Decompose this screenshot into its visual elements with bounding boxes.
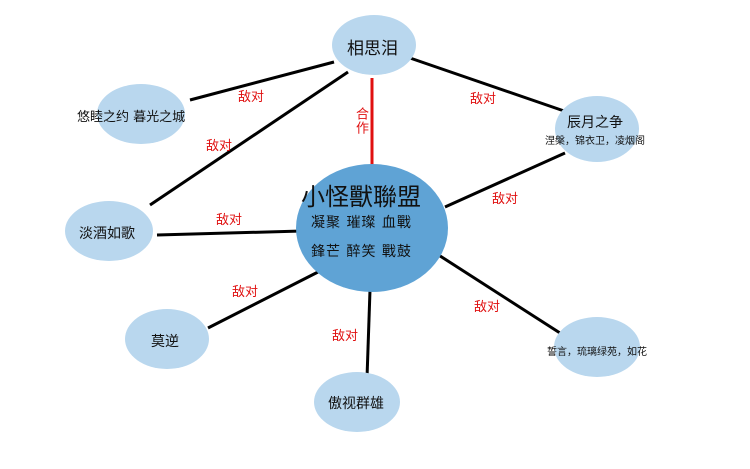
relation-coop-label: 合作 — [353, 107, 368, 135]
node-shiyan — [554, 317, 640, 377]
relation-enemy-xiangsilei-youmu: 敌对 — [238, 90, 265, 105]
relation-enemy-center-aoshi: 敌对 — [332, 329, 359, 344]
node-danjiu — [65, 201, 153, 261]
edge-xiangsilei-chenyue — [409, 56, 568, 114]
node-chenyue — [555, 96, 639, 162]
edge-center-chenyue — [444, 151, 566, 209]
relation-enemy-xiangsilei-chenyue: 敌对 — [470, 92, 497, 107]
node-moni — [125, 309, 209, 369]
edge-center-danjiu — [156, 229, 303, 237]
relation-enemy-center-danjiu: 敌对 — [216, 213, 243, 228]
relation-enemy-center-shiyan: 敌对 — [474, 300, 501, 315]
center-line1: 凝聚 璀璨 血戰 — [311, 215, 412, 231]
label-chenyue-sub: 涅槃，锦衣卫，凌烟阁 — [545, 136, 645, 147]
center-title: 小怪獸聯盟 — [301, 183, 421, 211]
center-line2: 鋒芒 醉笑 戰鼓 — [311, 244, 412, 260]
label-aoshi: 傲视群雄 — [328, 396, 384, 412]
label-danjiu: 淡酒如歌 — [79, 226, 135, 242]
node-youmu — [97, 84, 185, 144]
relation-enemy-xiangsilei-danjiu: 敌对 — [206, 139, 233, 154]
node-center — [296, 164, 448, 292]
node-aoshi — [314, 372, 400, 432]
node-xiangsilei — [332, 15, 416, 75]
edge-center-moni — [207, 270, 319, 330]
edge-center-shiyan — [436, 252, 561, 335]
relation-enemy-center-chenyue: 敌对 — [492, 192, 519, 207]
relation-enemy-center-moni: 敌对 — [232, 285, 259, 300]
edge-xiangsilei-danjiu — [149, 70, 349, 207]
edge-center-aoshi — [365, 289, 372, 379]
label-shiyan: 誓言，琉璃绿苑，如花 — [547, 347, 647, 358]
label-youmu: 悠睦之约 暮光之城 — [77, 110, 186, 125]
label-xiangsilei: 相思泪 — [347, 39, 398, 59]
label-chenyue-title: 辰月之争 — [567, 115, 623, 131]
edge-xiangsilei-youmu — [189, 60, 335, 102]
label-moni: 莫逆 — [151, 334, 179, 350]
